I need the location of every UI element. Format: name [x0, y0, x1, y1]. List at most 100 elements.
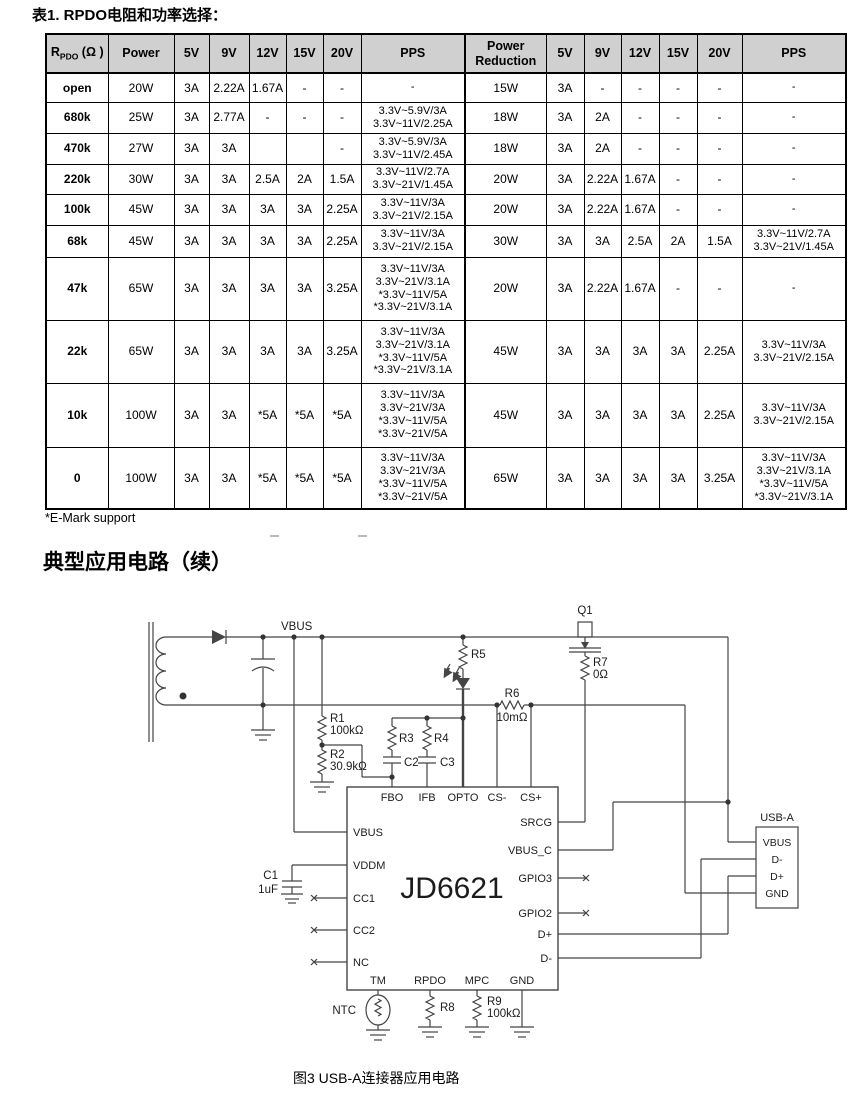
opto-led: [443, 663, 470, 690]
table-cell: 45W: [464, 382, 547, 448]
table-cell: 3A: [583, 319, 622, 384]
column-header: 5V: [173, 33, 210, 74]
pin-gpio3: GPIO3: [518, 873, 552, 885]
table-cell: 1.5A: [322, 163, 362, 195]
table-cell: 65W: [464, 446, 547, 510]
capacitor-c3: [418, 750, 436, 787]
column-header: Power: [107, 33, 175, 74]
table-cell: -: [322, 132, 362, 165]
table-cell: 2.77A: [208, 101, 250, 134]
resistor-r3: [386, 718, 398, 751]
r1-label: R1: [330, 713, 345, 725]
table-cell: 100W: [107, 382, 175, 448]
pin-d-plus: D+: [538, 929, 552, 941]
table-cell: 20W: [464, 256, 547, 321]
net-label-vbus: VBUS: [281, 621, 313, 633]
capacitor-c1: [281, 864, 347, 904]
emark-footnote: *E-Mark support: [45, 511, 136, 525]
bulk-capacitor: [251, 637, 275, 741]
table-title: 表1. RPDO电阻和功率选择：: [32, 7, 228, 24]
table-cell: -: [658, 193, 698, 226]
rectifier-diode: [212, 630, 227, 644]
table-cell: 65W: [107, 319, 175, 384]
r5-label: R5: [471, 649, 486, 661]
table-cell: -: [696, 132, 743, 165]
table-cell: -: [696, 101, 743, 134]
c3-label: C3: [440, 757, 455, 769]
table-cell: -: [741, 256, 847, 321]
column-header: PPS: [360, 33, 466, 74]
table-cell: 1.67A: [620, 163, 660, 195]
table-cell: 3A: [208, 163, 250, 195]
light-arrow-icon: [452, 667, 462, 683]
table-cell: 2.25A: [322, 193, 362, 226]
table-cell: 22k: [45, 319, 109, 384]
table-cell: *5A: [322, 446, 362, 510]
table-cell: -: [285, 72, 324, 103]
r4-label: R4: [434, 733, 449, 745]
table-cell: 3A: [545, 256, 585, 321]
table-cell: 2.5A: [620, 224, 660, 258]
table-cell: 3A: [173, 224, 210, 258]
usb-a-connector: [755, 826, 799, 909]
table-cell: 1.5A: [696, 224, 743, 258]
table-cell: 45W: [107, 224, 175, 258]
table-cell: 3A: [173, 132, 210, 165]
column-header: 15V: [658, 33, 698, 74]
table-cell: 3A: [208, 256, 250, 321]
table-cell: -: [248, 101, 287, 134]
pin-opto: OPTO: [448, 792, 479, 804]
pin-d-minus: D-: [540, 953, 552, 965]
table-cell: *5A: [322, 382, 362, 448]
table-cell: 3A: [173, 382, 210, 448]
table-cell: -: [583, 72, 622, 103]
table-cell: 2.25A: [322, 224, 362, 258]
table-cell: 3A: [208, 382, 250, 448]
column-header: 15V: [285, 33, 324, 74]
table-cell: -: [360, 72, 466, 103]
table-cell: *5A: [285, 446, 324, 510]
table-cell: -: [696, 256, 743, 321]
table-cell: open: [45, 72, 109, 103]
column-header: Power Reduction: [464, 33, 547, 74]
pin-tm: TM: [370, 975, 386, 987]
cc1-stub: [310, 894, 347, 902]
resistor-r2: [310, 740, 334, 793]
table-cell: 3A: [583, 382, 622, 448]
table-cell: 3A: [545, 72, 585, 103]
table-cell: 2A: [658, 224, 698, 258]
resistor-r4: [421, 718, 433, 751]
table-cell: 3A: [248, 224, 287, 258]
table-cell: 18W: [464, 101, 547, 134]
table-cell: 3A: [173, 446, 210, 510]
r3-label: R3: [399, 733, 414, 745]
q1-label: Q1: [577, 605, 592, 617]
pin-cc2: CC2: [353, 925, 375, 937]
column-header: 12V: [620, 33, 660, 74]
table-cell: 2A: [583, 132, 622, 165]
ic-body: [346, 786, 559, 991]
table-cell: 2A: [285, 163, 324, 195]
c2-label: C2: [404, 757, 419, 769]
r9-label: R9: [487, 996, 502, 1008]
table-cell: 2.25A: [696, 319, 743, 384]
gpio3-stub: [558, 874, 590, 882]
table-cell: 30W: [464, 224, 547, 258]
table-cell: -: [620, 132, 660, 165]
resistor-r8: [418, 990, 442, 1038]
table-cell: 45W: [107, 193, 175, 226]
c1-label: C1: [263, 870, 278, 882]
